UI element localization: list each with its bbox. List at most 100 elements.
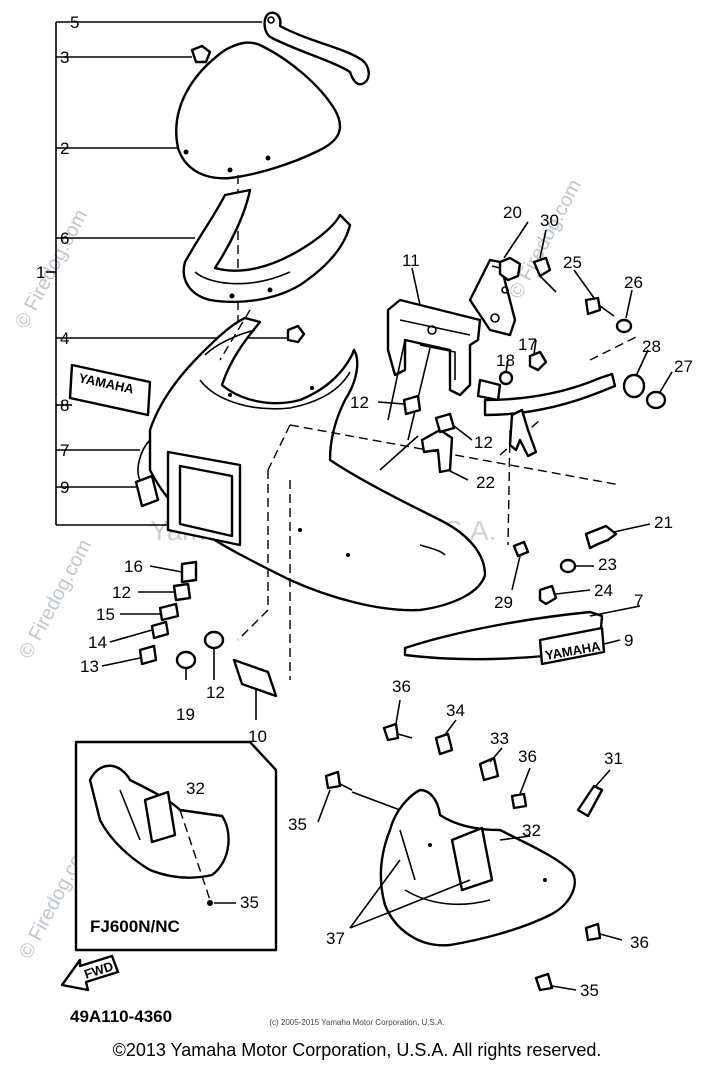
grommets-12-stay bbox=[377, 394, 473, 441]
nut-17 bbox=[528, 350, 548, 372]
watermark-side-2: © Firedog.com bbox=[15, 536, 96, 662]
bracket-21 bbox=[584, 524, 618, 550]
windshield bbox=[56, 41, 342, 180]
lower-cowling bbox=[379, 788, 576, 947]
screw-3 bbox=[56, 44, 212, 64]
label-28: 28 bbox=[642, 337, 661, 356]
label-6: 6 bbox=[60, 229, 69, 248]
side-strip: YAMAHA bbox=[403, 610, 606, 666]
label-9: 9 bbox=[60, 478, 69, 497]
collar-26 bbox=[615, 318, 633, 334]
washer-23 bbox=[559, 558, 577, 574]
label-3: 3 bbox=[60, 48, 69, 67]
label-1: 1 bbox=[36, 263, 45, 282]
label-35-b: 35 bbox=[580, 981, 599, 1000]
cowling-stay bbox=[386, 258, 617, 441]
collar-27 bbox=[645, 390, 667, 410]
clip-33 bbox=[478, 756, 500, 782]
label-14: 14 bbox=[88, 633, 107, 652]
label-35-a: 35 bbox=[288, 815, 307, 834]
grommet-12a bbox=[172, 582, 192, 602]
washer-15 bbox=[158, 602, 180, 622]
label-31: 31 bbox=[604, 749, 623, 768]
label-25: 25 bbox=[563, 253, 582, 272]
label-8: 8 bbox=[60, 396, 69, 415]
bolt-24 bbox=[538, 584, 558, 606]
label-12-c: 12 bbox=[112, 583, 131, 602]
bolt-20 bbox=[491, 256, 522, 282]
bolt-35b bbox=[534, 972, 554, 992]
decal-8: YAMAHA bbox=[56, 363, 152, 417]
emblem-9-left bbox=[56, 474, 160, 508]
label-16: 16 bbox=[124, 557, 143, 576]
label-12-b: 12 bbox=[474, 433, 493, 452]
nut-18 bbox=[498, 370, 514, 386]
label-29: 29 bbox=[494, 593, 513, 612]
diagram-code: 49A110-4360 bbox=[70, 1007, 172, 1026]
fwd-arrow-icon: FWD bbox=[60, 954, 120, 992]
bracket-22 bbox=[420, 428, 469, 481]
label-15: 15 bbox=[96, 605, 115, 624]
label-30: 30 bbox=[540, 211, 559, 230]
label-36-c: 36 bbox=[630, 933, 649, 952]
nut-29 bbox=[512, 540, 530, 558]
label-5: 5 bbox=[70, 13, 79, 32]
label-33: 33 bbox=[490, 729, 509, 748]
bolt-13 bbox=[138, 644, 158, 666]
label-13: 13 bbox=[80, 657, 99, 676]
label-2: 2 bbox=[60, 139, 69, 158]
rubber-28 bbox=[622, 373, 646, 399]
label-7-b: 7 bbox=[634, 591, 643, 610]
windshield-stay bbox=[56, 11, 370, 86]
label-19: 19 bbox=[176, 705, 195, 724]
inset-title: FJ600N/NC bbox=[90, 917, 180, 936]
label-10: 10 bbox=[248, 727, 267, 746]
label-4: 4 bbox=[60, 329, 69, 348]
label-9-b: 9 bbox=[624, 631, 633, 650]
grommet-12b bbox=[203, 630, 225, 650]
copyright: ©2013 Yamaha Motor Corporation, U.S.A. A… bbox=[112, 1040, 602, 1060]
label-20: 20 bbox=[503, 203, 522, 222]
washer-14 bbox=[150, 620, 170, 640]
label-24: 24 bbox=[594, 581, 613, 600]
piece-31 bbox=[576, 784, 604, 818]
label-18: 18 bbox=[496, 351, 515, 370]
label-34: 34 bbox=[446, 701, 465, 720]
label-32-b: 32 bbox=[186, 779, 205, 798]
bolt-36b bbox=[510, 792, 528, 810]
label-12-d: 12 bbox=[206, 683, 225, 702]
bolt-25 bbox=[584, 296, 615, 317]
label-21: 21 bbox=[654, 513, 673, 532]
label-7: 7 bbox=[60, 441, 69, 460]
label-32-a: 32 bbox=[522, 821, 541, 840]
leader-lines bbox=[101, 221, 673, 991]
panel-10 bbox=[232, 658, 278, 698]
windshield-garnish bbox=[56, 188, 352, 303]
label-37: 37 bbox=[326, 929, 345, 948]
bolt-35a bbox=[324, 770, 353, 791]
label-26: 26 bbox=[624, 273, 643, 292]
assembly-lines bbox=[219, 309, 641, 680]
inset-box: FJ600N/NC bbox=[74, 740, 278, 952]
grommet-19 bbox=[175, 650, 197, 670]
bolt-36c bbox=[584, 922, 602, 942]
label-12-a: 12 bbox=[350, 393, 369, 412]
label-35-c: 35 bbox=[240, 893, 259, 912]
part-labels: 5 3 2 6 1 4 8 7 9 11 20 30 25 26 17 18 2… bbox=[36, 13, 693, 1026]
label-11: 11 bbox=[402, 251, 420, 270]
grommet-4 bbox=[56, 324, 306, 344]
label-27: 27 bbox=[674, 357, 693, 376]
small-copyright: (c) 2005-2015 Yamaha Motor Corporation, … bbox=[269, 1018, 445, 1027]
label-36-a: 36 bbox=[392, 677, 411, 696]
clip-34 bbox=[434, 732, 454, 756]
watermark-side-1: © Firedog.com bbox=[11, 206, 92, 332]
label-22: 22 bbox=[476, 473, 495, 492]
bolt-36a bbox=[382, 722, 413, 742]
label-17: 17 bbox=[518, 335, 537, 354]
grommet-16 bbox=[180, 560, 198, 584]
label-23: 23 bbox=[598, 555, 617, 574]
bolt-30 bbox=[532, 256, 557, 293]
label-36-b: 36 bbox=[518, 747, 537, 766]
bracket-arm bbox=[508, 408, 538, 458]
